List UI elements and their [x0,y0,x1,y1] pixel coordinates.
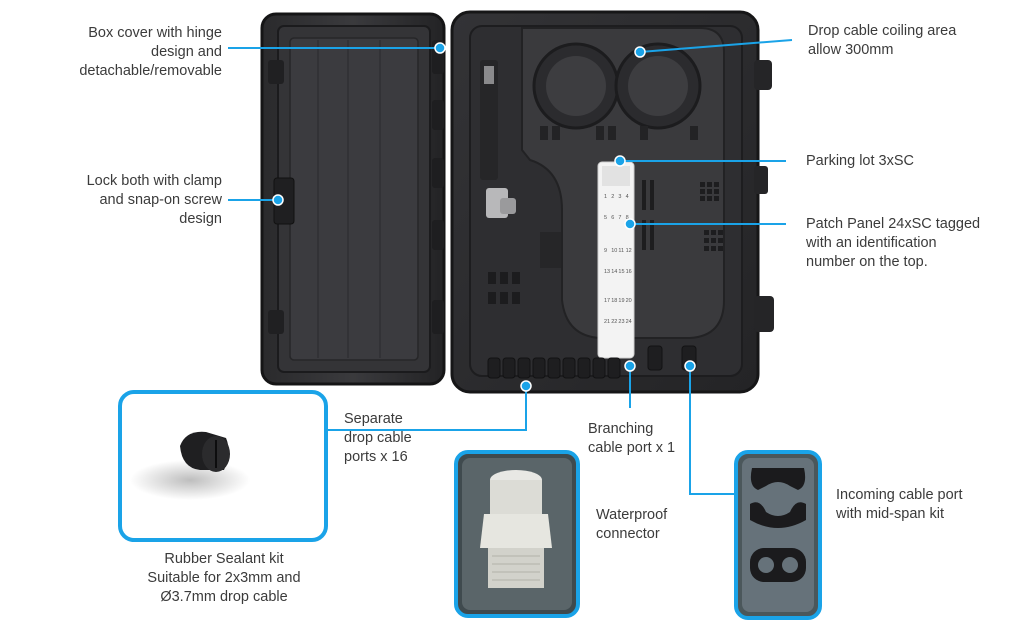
box-cover [260,12,446,386]
tag-number: 2 [611,194,614,200]
tag-number: 15 [618,269,624,275]
mid-span-kit-icon [734,450,822,620]
label-line: cable port x 1 [588,440,676,456]
label-line: allow 300mm [808,42,894,58]
callout-lines [228,39,793,495]
tag-number: 12 [626,248,632,254]
tag-number: 21 [604,319,610,325]
label-line: with mid-span kit [836,506,944,522]
label-line: Suitable for 2x3mm and [147,570,301,586]
label-coiling: Drop cable coiling area allow 300mm [808,22,1018,60]
label-patch-panel: Patch Panel 24xSC tagged with an identif… [806,215,1018,272]
label-line: ports x 16 [344,449,408,465]
tag-number: 11 [618,248,624,254]
tag-number: 7 [618,215,621,221]
tag-number: 5 [604,215,607,221]
tag-number: 14 [611,269,617,275]
label-line: number on the top. [806,254,928,270]
label-line: detachable/removable [79,63,222,79]
tag-number: 23 [618,319,624,325]
tag-number: 16 [626,269,632,275]
label-sealant: Rubber Sealant kit Suitable for 2x3mm an… [112,550,336,607]
tag-number: 13 [604,269,610,275]
label-waterproof: Waterproof connector [596,506,706,544]
label-line: Drop cable coiling area [808,23,957,39]
rubber-sealant-icon [118,390,328,542]
tag-number: 22 [611,319,617,325]
label-line: Separate [344,411,403,427]
tag-number: 24 [626,319,632,325]
label-line: Rubber Sealant kit [164,551,284,567]
label-lock: Lock both with clamp and snap-on screw d… [40,172,222,229]
tag-number: 6 [611,215,614,221]
drop-cable-ports [487,345,697,379]
label-branching: Branching cable port x 1 [588,420,708,458]
label-line: Incoming cable port [836,487,963,503]
tag-number: 3 [618,194,621,200]
label-line: Lock both with clamp [86,173,222,189]
label-line: with an identification [806,235,937,251]
label-line: Branching [588,421,654,437]
tag-number: 4 [626,194,629,200]
label-box-cover: Box cover with hinge design and detachab… [40,24,222,81]
label-parking: Parking lot 3xSC [806,152,1016,171]
label-line: Ø3.7mm drop cable [160,589,288,605]
tag-number: 19 [618,298,624,304]
label-line: Patch Panel 24xSC tagged [806,216,981,232]
label-line: Waterproof [596,507,668,523]
label-drop-ports: Separate drop cable ports x 16 [344,410,444,467]
label-line: Parking lot 3xSC [806,153,914,169]
label-line: design [179,211,222,227]
callout-dots [272,42,696,392]
label-line: design and [151,44,222,60]
tag-number: 9 [604,248,607,254]
label-incoming: Incoming cable port with mid-span kit [836,486,1016,524]
tag-number: 10 [611,248,617,254]
tag-number: 18 [611,298,617,304]
tag-number: 1 [604,194,607,200]
tag-number: 20 [626,298,632,304]
label-line: Box cover with hinge [88,25,222,41]
waterproof-connector-icon [454,450,580,618]
tag-number: 17 [604,298,610,304]
tag-number: 8 [626,215,629,221]
label-line: drop cable [344,430,412,446]
label-line: and snap-on screw [99,192,222,208]
label-line: connector [596,526,660,542]
